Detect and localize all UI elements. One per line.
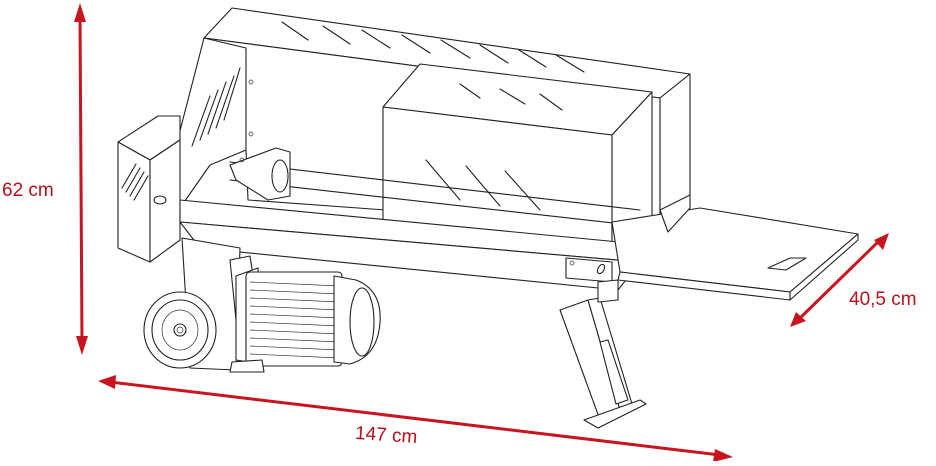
wheel <box>143 291 217 369</box>
dimension-length-label: 147 cm <box>354 422 419 449</box>
dimension-length-arrow <box>98 375 733 462</box>
dimension-height-label: 62 cm <box>2 180 54 201</box>
pusher-plate <box>229 147 291 201</box>
dimension-depth-arrow <box>790 233 889 327</box>
motor-cooling-fins <box>249 281 341 359</box>
electric-motor <box>229 267 381 373</box>
hydraulic-cylinder-housing <box>117 115 181 263</box>
log-tray <box>565 194 859 301</box>
dimension-depth-label: 40,5 cm <box>849 289 917 310</box>
support-leg <box>559 279 647 429</box>
dimension-height-arrow <box>74 3 88 355</box>
vent-slots-left <box>191 67 241 147</box>
vent-slots-top <box>281 21 585 73</box>
